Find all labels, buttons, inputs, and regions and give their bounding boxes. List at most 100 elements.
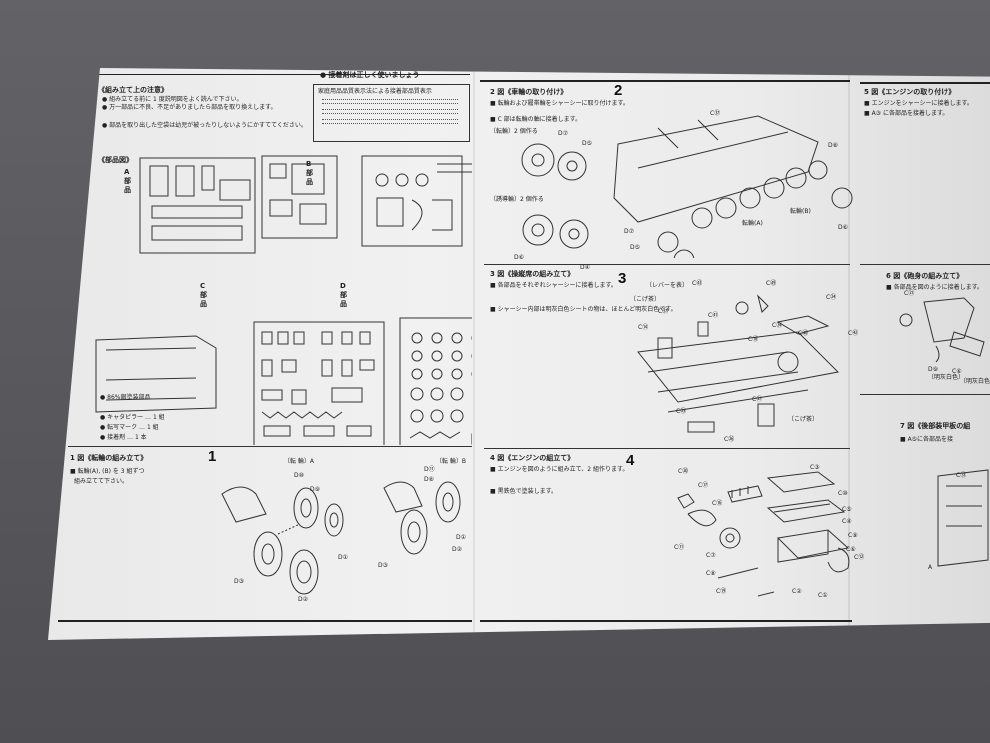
step1-callout: D⑪ bbox=[424, 466, 435, 473]
step2-sublabel: 〔誘導輪〕2 個作る bbox=[490, 196, 544, 203]
step6-note: 〔明灰白色〕 bbox=[960, 378, 990, 385]
step6-callout: C⑥ bbox=[952, 368, 962, 375]
step4-body: ■ エンジンを図のように組み立て、2 組作ります。 bbox=[490, 466, 629, 473]
household-label-box: 家庭用品品質表示法による接着部品質表示 bbox=[313, 84, 470, 142]
precaution-line: ● 部品を取り出した空袋は幼児が被ったりしないようにかすててください。 bbox=[102, 122, 307, 129]
step3-body: ■ 各部品をそれぞれシャーシーに接着します。 bbox=[490, 282, 617, 289]
step4-callout: C③ bbox=[810, 464, 820, 471]
step3-callout: C㉞ bbox=[772, 322, 783, 329]
step3-note: 〔こげ茶〕 bbox=[630, 296, 661, 303]
runner-label-a: A 部品 bbox=[124, 168, 131, 194]
step2-callout: D⑦ bbox=[624, 228, 634, 235]
step4-callout: C⑰ bbox=[698, 482, 709, 489]
step1-callout: D① bbox=[338, 554, 348, 561]
step3-cockpit-drawing bbox=[637, 294, 840, 433]
step1-callout: D⑩ bbox=[294, 472, 304, 479]
step4-callout: C⑯ bbox=[712, 500, 723, 507]
step7-callout: C㉛ bbox=[956, 472, 967, 479]
step6-gun-drawing bbox=[899, 297, 985, 363]
silver-paint-note: ● 86%銀塗装部品 bbox=[100, 394, 151, 401]
step2-callout: D⑥ bbox=[514, 254, 524, 261]
step6-callout: D⑨ bbox=[928, 366, 938, 373]
step3-callout: C⑭ bbox=[638, 324, 649, 331]
step2-callout: D⑤ bbox=[582, 140, 592, 147]
bottom-rule bbox=[58, 620, 472, 622]
step1-callout: D② bbox=[452, 546, 462, 553]
step4-callout: C⑲ bbox=[716, 588, 727, 595]
step6-title: 6 図《砲身の組み立て》 bbox=[886, 272, 964, 280]
step1-callout: D⑨ bbox=[310, 486, 320, 493]
precautions-title: 《組み立て上の注意》 bbox=[98, 86, 168, 94]
section-divider bbox=[484, 448, 850, 449]
step2-callout: D④ bbox=[580, 264, 590, 271]
step3-callout: C㉕ bbox=[676, 408, 687, 415]
step3-callout: C㊷ bbox=[848, 330, 859, 337]
step3-title: 3 図《操縦席の組み立て》 bbox=[490, 270, 575, 278]
section-divider bbox=[68, 446, 472, 447]
step7-title: 7 図《後部装甲板の組 bbox=[900, 422, 971, 430]
step2-callout: D⑧ bbox=[828, 142, 838, 149]
small-text bbox=[322, 99, 458, 104]
step2-callout: D⑥ bbox=[838, 224, 848, 231]
step1-callout: D③ bbox=[378, 562, 388, 569]
step1-body: ■ 転輪(A), (B) を 3 組ずつ bbox=[70, 468, 145, 475]
step2-body: ■ C 部は転輪の軸に接着します。 bbox=[490, 116, 582, 123]
step1-title: 1 図《転輪の組み立て》 bbox=[70, 454, 148, 462]
step4-callout: C⑪ bbox=[674, 544, 685, 551]
step7-callout: A bbox=[928, 564, 933, 571]
bottom-rule bbox=[480, 620, 852, 622]
step2-chassis-drawing bbox=[521, 115, 853, 258]
extras-line: ● キャタピラー … 1 組 bbox=[100, 414, 165, 421]
instruction-sheet: 《組み立て上の注意》 ● 組み立てる前に 1 度説明図をよく読んで下さい。 ● … bbox=[48, 68, 990, 640]
step7-plate-drawing bbox=[937, 469, 989, 567]
step3-body: ■ シャーシー内部は明灰白色シートの物は、ほとんど明灰白色です。 bbox=[490, 306, 677, 313]
step3-callout: C㊵ bbox=[798, 330, 809, 337]
section-divider bbox=[860, 264, 990, 265]
step2-number: 2 bbox=[614, 82, 623, 99]
step3-callout: C㉖ bbox=[724, 436, 735, 443]
step5-body: ■ A③ に各部品を接着します。 bbox=[864, 110, 949, 117]
step1-label-a: 〔転 輪〕A bbox=[284, 458, 315, 465]
step4-callout: C⑳ bbox=[678, 468, 689, 475]
top-rule bbox=[860, 82, 990, 84]
step2-callout: D⑤ bbox=[630, 244, 640, 251]
step4-engine-drawing bbox=[677, 471, 850, 597]
top-rule bbox=[480, 80, 850, 82]
step3-note: 〔こげ茶〕 bbox=[788, 416, 819, 423]
step3-callout: C⑱ bbox=[748, 336, 759, 343]
adhesive-note: ● 接着剤は正しく使いましょう bbox=[320, 71, 420, 79]
step7-body: ■ A⑤に各部品を接 bbox=[900, 436, 954, 443]
top-rule bbox=[90, 74, 470, 75]
step3-number: 3 bbox=[618, 270, 627, 287]
step4-callout: C⑩ bbox=[838, 490, 848, 497]
step1-number: 1 bbox=[208, 448, 217, 465]
precaution-line: ● 万一部品に不良、不足がありましたら部品を取り換えします。 bbox=[102, 104, 277, 111]
step2-callout: C㊲ bbox=[710, 110, 721, 117]
step1-callout: D⑧ bbox=[424, 476, 434, 483]
step5-title: 5 図《エンジンの取り付け》 bbox=[864, 88, 956, 96]
small-text bbox=[322, 119, 458, 124]
step4-callout: C⑥ bbox=[846, 546, 856, 553]
step4-callout: C④ bbox=[842, 518, 852, 525]
step4-title: 4 図《エンジンの組立て》 bbox=[490, 454, 575, 462]
section-divider bbox=[484, 264, 850, 265]
sheet-fold bbox=[848, 68, 850, 640]
step6-callout: C㉑ bbox=[904, 290, 915, 297]
step2-callout: 転輪(A) bbox=[742, 220, 763, 227]
step3-callout: C㊸ bbox=[692, 280, 703, 287]
step6-body: ■ 各部品を図のように接着します。 bbox=[886, 284, 983, 291]
step1-callout: D② bbox=[298, 596, 308, 603]
step3-callout: C㊶ bbox=[708, 312, 719, 319]
step4-callout: C⑧ bbox=[706, 570, 716, 577]
household-label-title: 家庭用品品質表示法による接着部品質表示 bbox=[318, 88, 432, 95]
extras-line: ● 接着剤 … 1 本 bbox=[100, 434, 147, 441]
step4-number: 4 bbox=[626, 452, 635, 469]
step3-note: 〔レバーを表〕 bbox=[646, 282, 689, 289]
section-divider bbox=[860, 394, 990, 395]
runner-frame bbox=[139, 157, 256, 254]
step3-callout: C㊲ bbox=[658, 308, 669, 315]
step6-note: 〔明灰白色〕 bbox=[928, 374, 965, 381]
extras-line: ● 転写マーク … 1 組 bbox=[100, 424, 159, 431]
step4-callout: C⑦ bbox=[706, 552, 716, 559]
step2-sublabel: 〔転輪〕2 個作る bbox=[490, 128, 538, 135]
